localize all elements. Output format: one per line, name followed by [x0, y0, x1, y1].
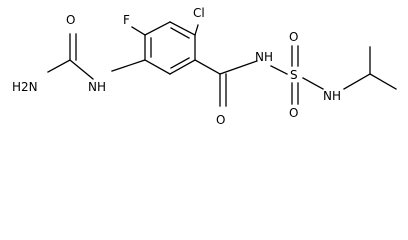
fluorine-atom: F: [123, 13, 130, 27]
c-f-bond: [131, 26, 146, 36]
sulfur-atom: S: [290, 68, 298, 82]
atom-labels: F Cl O H2N NH O NH S O O NH: [12, 6, 341, 127]
chemical-structure-diagram: F Cl O H2N NH O NH S O O NH: [12, 6, 397, 127]
sulfonyl-oxygen-top-atom: O: [289, 30, 298, 44]
c-n-urea-bond: [111, 59, 146, 72]
n-ch-bond: [343, 73, 371, 90]
ring-c-carbonyl-bond: [194, 59, 221, 75]
c-n-amide-bond: [219, 60, 258, 75]
bonds: [47, 21, 397, 107]
ring-bond: [144, 21, 171, 36]
structure-canvas: F Cl O H2N NH O NH S O O NH: [12, 6, 397, 127]
amide-oxygen-atom: O: [216, 113, 225, 127]
c-nh2-bond: [47, 59, 71, 73]
ring-bond: [169, 21, 196, 36]
urea-oxygen-atom: O: [66, 13, 75, 27]
sulfonyl-oxygen-bottom-atom: O: [289, 106, 298, 120]
ring-bond: [144, 59, 171, 75]
sulfonamide-nh-atom: NH: [323, 89, 341, 103]
ring-double-bond: [170, 57, 190, 69]
s-n-bond: [302, 77, 324, 90]
n-s-bond: [270, 65, 288, 75]
amide-nh-atom: NH: [255, 50, 273, 64]
chlorine-atom: Cl: [193, 6, 205, 20]
ch-ch3-right-bond: [369, 73, 397, 90]
ring-bond: [169, 59, 196, 75]
amino-group: H2N: [12, 80, 38, 94]
n-c-urea-bond: [69, 59, 94, 80]
c-cl-bond: [194, 24, 199, 36]
ring-double-bond: [170, 27, 190, 39]
urea-nh-atom: NH: [88, 80, 106, 94]
